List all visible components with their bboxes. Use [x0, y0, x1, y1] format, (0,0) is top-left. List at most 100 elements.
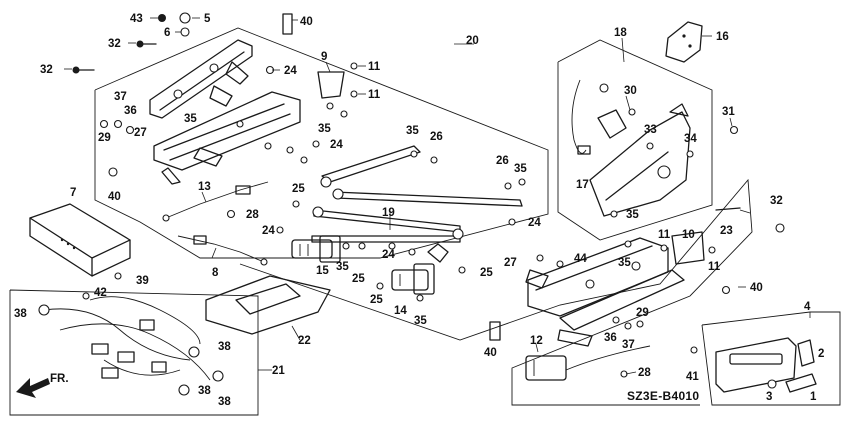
callout-28-left: 28	[246, 209, 259, 221]
seatback-harness	[571, 79, 627, 155]
callout-2: 2	[818, 348, 824, 360]
callout-27-left: 27	[134, 127, 147, 139]
callout-12: 12	[530, 335, 543, 347]
harness-cover	[205, 275, 331, 335]
callout-18: 18	[614, 27, 627, 39]
callout-4: 4	[804, 301, 811, 313]
callout-35-lower: 35	[414, 315, 427, 327]
callout-34: 34	[684, 133, 697, 145]
callout-8: 8	[212, 267, 219, 279]
callout-25-upper: 25	[292, 183, 305, 195]
callout-40-top: 40	[300, 16, 313, 28]
callout-25-lower: 25	[370, 294, 383, 306]
callout-27-right: 27	[504, 257, 517, 269]
callout-32-right: 32	[770, 195, 783, 207]
callout-35-right: 35	[626, 209, 639, 221]
callout-40-bottom: 40	[484, 347, 497, 359]
group-outline-switch	[701, 311, 841, 406]
callout-labels: 43 5 6 40 32 32 9 11 24 11 20 18 16 37 3…	[14, 13, 824, 408]
callout-16: 16	[716, 31, 729, 43]
seat-track-right	[525, 237, 685, 347]
callout-22: 22	[298, 335, 311, 347]
cross-bar-assembly	[311, 145, 523, 243]
callout-14: 14	[394, 305, 407, 317]
callout-30: 30	[624, 85, 637, 97]
callout-38-bottom: 38	[218, 396, 231, 408]
lumbar-cover	[665, 21, 703, 63]
front-direction-arrow: FR.	[16, 373, 69, 398]
callout-24-left: 24	[262, 225, 275, 237]
callout-35-right-lower: 35	[618, 257, 631, 269]
fasteners	[72, 12, 785, 378]
callout-35-mid-upper: 35	[318, 123, 331, 135]
callout-28-right: 28	[638, 367, 651, 379]
seat-track-upper-left	[149, 39, 253, 119]
group-outline-lower-seat-assembly	[94, 27, 753, 406]
callout-11-right-upper: 11	[658, 229, 671, 241]
group-outline-seatback-frame	[557, 39, 713, 241]
front-direction-label: FR.	[50, 373, 69, 385]
callout-29-left: 29	[98, 132, 111, 144]
callout-24-upper: 24	[284, 65, 297, 77]
callout-29-right: 29	[636, 307, 649, 319]
callout-40-left: 40	[108, 191, 121, 203]
callout-24-center: 24	[382, 249, 395, 261]
callout-41: 41	[686, 371, 699, 383]
callout-38-right-upper: 38	[218, 341, 231, 353]
slide-motor	[291, 235, 341, 263]
callout-32-upper: 32	[108, 38, 121, 50]
callout-7: 7	[70, 187, 76, 199]
group-outline-harness	[9, 289, 259, 416]
diagram-code: SZ3E-B4010	[627, 389, 699, 403]
callout-20: 20	[466, 35, 479, 47]
callout-5: 5	[204, 13, 211, 25]
callout-23: 23	[720, 225, 733, 237]
callout-38-upper-left: 38	[14, 308, 27, 320]
callout-19: 19	[382, 207, 395, 219]
callout-36-left: 36	[124, 105, 137, 117]
callout-33: 33	[644, 124, 657, 136]
callout-11-upper: 11	[368, 61, 381, 73]
seat-track-lower-left	[153, 91, 301, 185]
callout-35-right-upper: 35	[514, 163, 527, 175]
wire-harness	[38, 296, 224, 396]
callout-10: 10	[682, 229, 695, 241]
callout-39: 39	[136, 275, 149, 287]
seat-control-unit	[29, 203, 131, 277]
callout-24-right: 24	[528, 217, 541, 229]
callout-37-right: 37	[622, 339, 635, 351]
callout-36-right: 36	[604, 332, 617, 344]
callout-37: 37	[114, 91, 127, 103]
callout-9: 9	[321, 51, 327, 63]
callout-1: 1	[810, 391, 817, 403]
callout-32-left: 32	[40, 64, 53, 76]
callout-43: 43	[130, 13, 143, 25]
leader-lines	[64, 17, 811, 375]
callout-26-right: 26	[496, 155, 509, 167]
callout-21: 21	[272, 365, 285, 377]
callout-3: 3	[766, 391, 772, 403]
callout-40-right: 40	[750, 282, 763, 294]
callout-17: 17	[576, 179, 589, 191]
callout-38-lower-right: 38	[198, 385, 211, 397]
cable-8	[177, 235, 268, 266]
cable-13	[162, 181, 269, 222]
callout-35-center: 35	[406, 125, 419, 137]
callout-11-lower: 11	[368, 89, 381, 101]
recline-motor	[391, 243, 449, 295]
callout-25-right: 25	[480, 267, 493, 279]
callout-6: 6	[164, 27, 170, 39]
callout-26-center: 26	[430, 131, 443, 143]
callout-15: 15	[316, 265, 329, 277]
seatback-recliner	[589, 103, 691, 217]
height-motor	[525, 345, 651, 381]
callout-13: 13	[198, 181, 211, 193]
callout-25-center: 25	[352, 273, 365, 285]
callout-42: 42	[94, 287, 107, 299]
callout-35-left: 35	[184, 113, 197, 125]
seat-switch-assembly	[715, 337, 817, 393]
callout-31: 31	[722, 106, 735, 118]
callout-11-right-lower: 11	[708, 261, 721, 273]
callout-35-motor: 35	[336, 261, 349, 273]
